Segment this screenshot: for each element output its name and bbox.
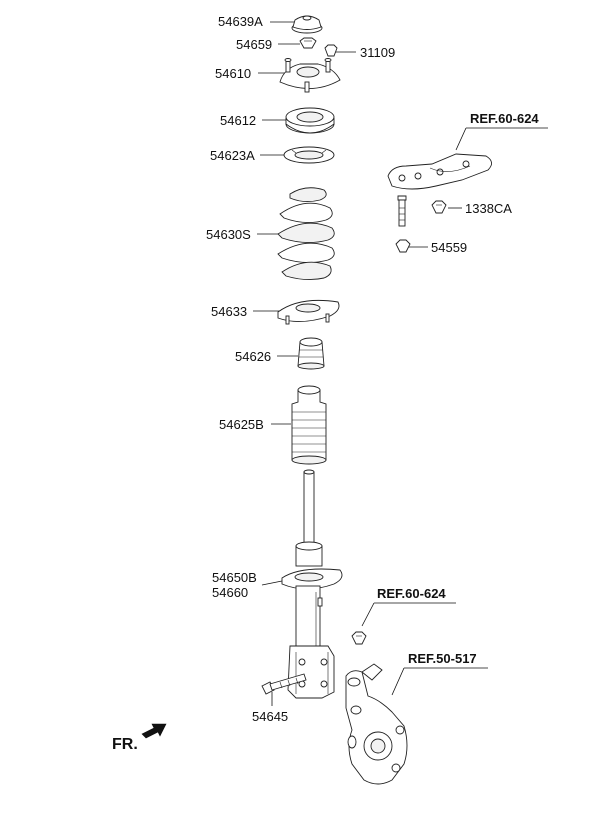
- part-54559-nut: [395, 239, 411, 253]
- reference-labels: REF.60-624 REF.60-624 REF.50-517: [377, 111, 539, 666]
- part-knuckle-nut: [351, 631, 367, 645]
- part-54625B-boot: [291, 385, 327, 465]
- leader-lines: [253, 21, 548, 706]
- label-54639A: 54639A: [218, 14, 263, 29]
- part-steering-knuckle: [345, 663, 408, 785]
- part-54630S-spring: [277, 187, 335, 281]
- ref-60-624-mid[interactable]: REF.60-624: [377, 586, 446, 601]
- label-54559: 54559: [431, 240, 467, 255]
- front-direction-indicator: FR.: [112, 723, 167, 753]
- label-54626: 54626: [235, 349, 271, 364]
- part-54645-bolt: [261, 673, 307, 695]
- label-54645: 54645: [252, 709, 288, 724]
- label-54625B: 54625B: [219, 417, 264, 432]
- label-54610: 54610: [215, 66, 251, 81]
- label-1338CA: 1338CA: [465, 201, 512, 216]
- part-54633-seat: [277, 299, 340, 325]
- front-direction-label: FR.: [112, 736, 138, 753]
- part-54610-mount: [279, 58, 341, 93]
- ref-50-517[interactable]: REF.50-517: [408, 651, 477, 666]
- ref-60-624-top[interactable]: REF.60-624: [470, 111, 539, 126]
- label-54659: 54659: [236, 37, 272, 52]
- part-31109-nut: [324, 44, 338, 57]
- part-stabilizer-bracket: [387, 153, 492, 190]
- part-54623A-pad: [283, 146, 335, 164]
- label-54660: 54660: [212, 585, 248, 600]
- part-54650B-strut: [281, 469, 343, 699]
- label-31109: 31109: [360, 45, 395, 60]
- part-1338CA-nut: [431, 200, 447, 214]
- part-54639A-cap: [291, 15, 323, 34]
- part-labels: 54639A 54659 31109 54610 54612 54623A 54…: [206, 14, 512, 724]
- label-54630S: 54630S: [206, 227, 251, 242]
- label-54650B: 54650B: [212, 570, 257, 585]
- part-54612-bearing: [285, 107, 335, 134]
- label-54633: 54633: [211, 304, 247, 319]
- part-bracket-bolt: [397, 195, 407, 227]
- part-54626-bumper: [297, 337, 325, 370]
- part-54659-nut: [299, 37, 317, 49]
- label-54623A: 54623A: [210, 148, 255, 163]
- direction-arrow-icon: [141, 723, 167, 739]
- label-54612: 54612: [220, 113, 256, 128]
